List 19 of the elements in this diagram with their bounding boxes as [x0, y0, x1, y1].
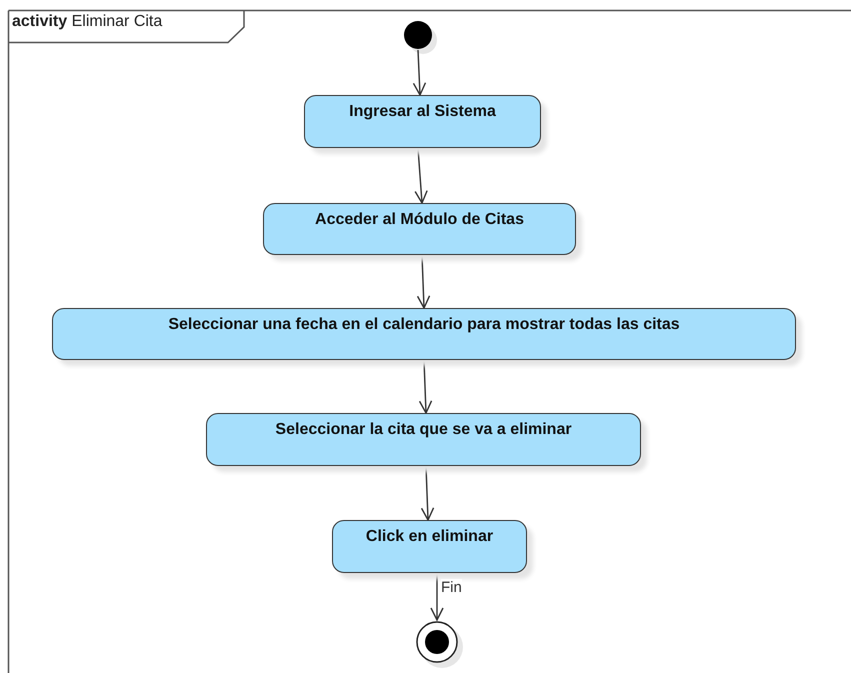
action-box [206, 413, 641, 466]
final-node [416, 621, 463, 668]
action-box [263, 203, 576, 255]
action-label: Seleccionar la cita que se va a eliminar [275, 421, 572, 438]
control-flow-arrow [412, 50, 426, 96]
control-flow-arrow [416, 254, 430, 309]
action-label: Acceder al Módulo de Citas [315, 211, 524, 228]
action-label: Ingresar al Sistema [349, 103, 496, 120]
action-label: Click en eliminar [366, 528, 494, 545]
frame-title: activity Eliminar Cita [12, 13, 162, 31]
control-flow-arrow [430, 573, 444, 621]
action-box [332, 520, 527, 573]
action-box [52, 308, 796, 360]
control-flow-arrow [420, 466, 434, 521]
initial-node [404, 21, 437, 54]
control-flow-arrow [414, 148, 428, 204]
control-flow-arrow [418, 360, 432, 414]
action-label: Seleccionar una fecha en el calendario para mostrar todas las citas [168, 316, 680, 333]
action-box [304, 95, 541, 148]
